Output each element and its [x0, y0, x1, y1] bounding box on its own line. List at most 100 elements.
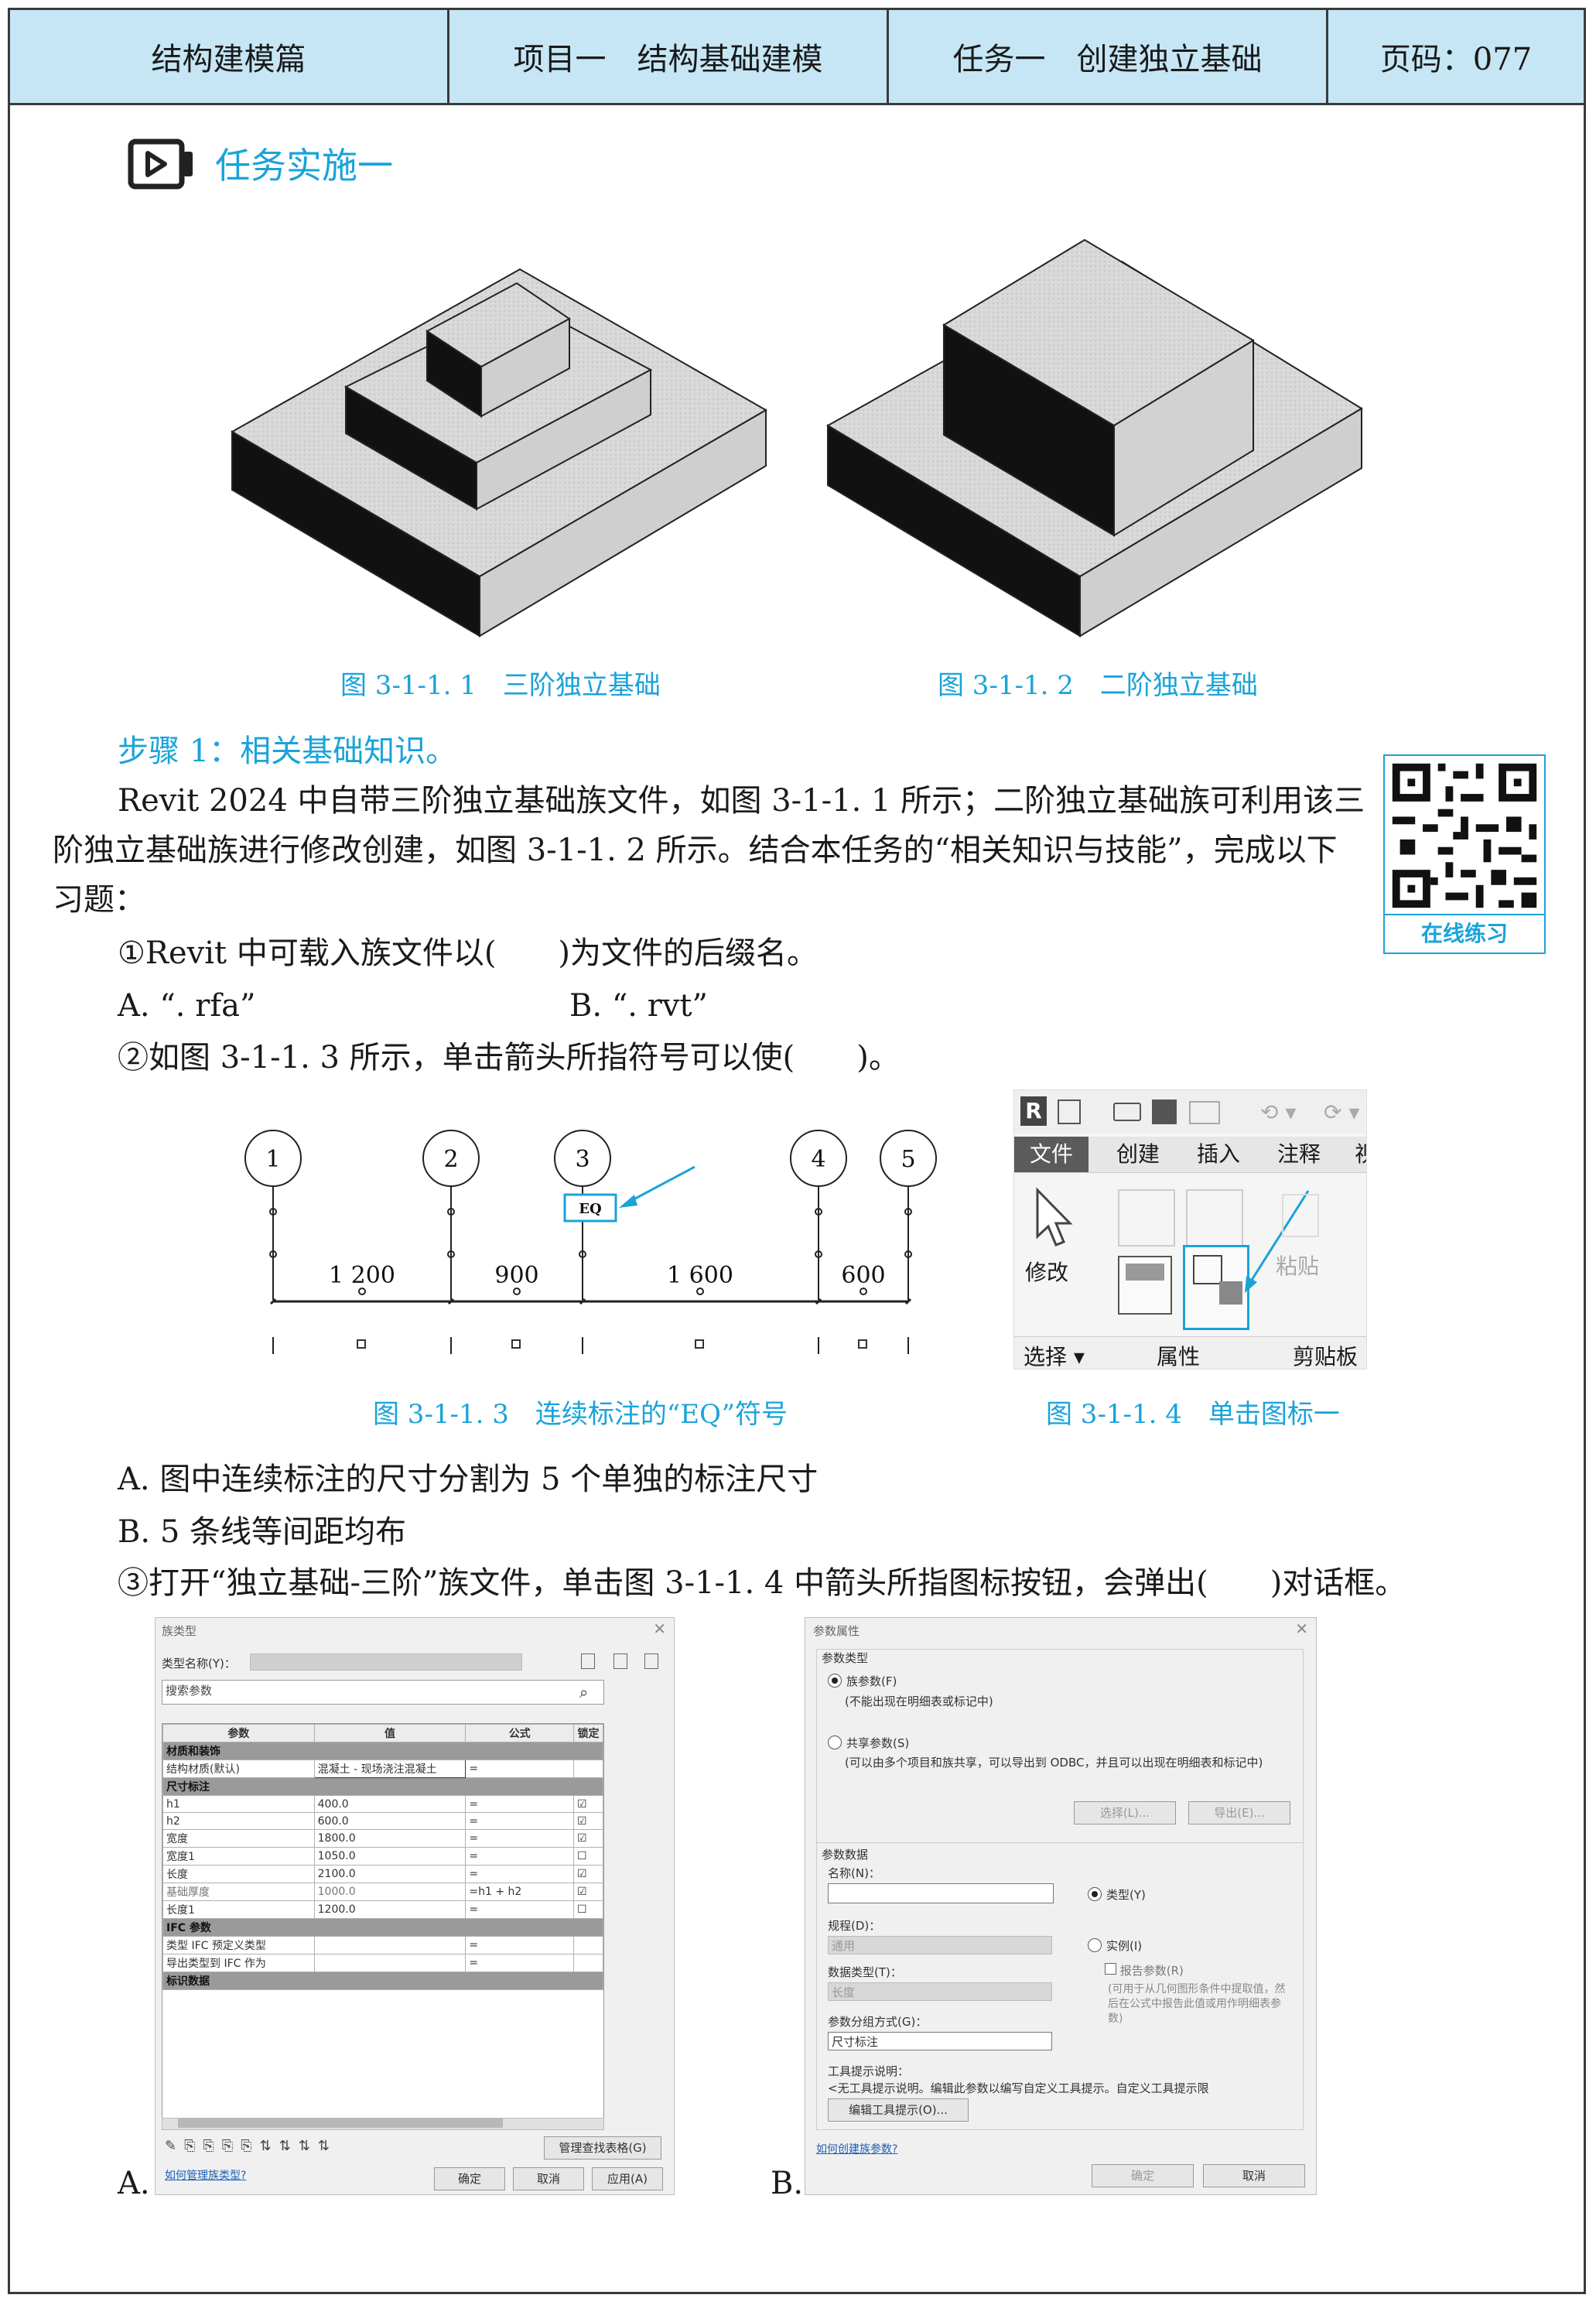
cursor-arrow-icon: [1036, 1187, 1073, 1247]
discipline-dropdown[interactable]: 通用: [828, 1936, 1052, 1954]
export-button[interactable]: 导出(E)...: [1188, 1801, 1290, 1825]
type-radio[interactable]: 类型(Y): [1088, 1886, 1146, 1903]
ok-button[interactable]: 确定: [434, 2167, 505, 2190]
search-input[interactable]: 搜索参数: [162, 1680, 604, 1705]
close-icon[interactable]: ✕: [1295, 1619, 1308, 1638]
save-icon[interactable]: [1152, 1099, 1177, 1124]
group-identity[interactable]: 标识数据: [162, 1972, 603, 1990]
grid-label-1: 1: [265, 1146, 280, 1173]
report-parameter-checkbox[interactable]: 报告参数(R): [1105, 1962, 1184, 1978]
figure-caption-4: 图 3-1-1. 4 单击图标一: [1046, 1399, 1340, 1430]
tooltip-label: 工具提示说明：: [828, 2064, 910, 2078]
delete-type-icon[interactable]: [644, 1654, 658, 1669]
parameter-data-group: 参数数据 名称(N)： 类型(Y) 规程(D)： 通用 实例(I) 数据类型(T…: [816, 1842, 1304, 2130]
body-paragraph: Revit 2024 中自带三阶独立基础族文件，如图 3-1-1. 1 所示；二…: [53, 783, 1365, 918]
group-materials[interactable]: 材质和装饰: [162, 1742, 603, 1760]
header-volume: 结构建模篇: [10, 10, 449, 103]
open-icon[interactable]: [1113, 1103, 1141, 1121]
datatype-dropdown[interactable]: 长度: [828, 1982, 1052, 2001]
group-by-dropdown[interactable]: 尺寸标注: [828, 2032, 1052, 2050]
page-header: 结构建模篇 项目一 结构基础建模 任务一 创建独立基础 页码：077: [8, 8, 1586, 105]
question-3: ③打开“独立基础-三阶”族文件，单击图 3-1-1. 4 中箭头所指图标按钮，会…: [118, 1565, 1406, 1601]
revit-ribbon-figure: R ⟲ ▾ ⟳ ▾ 文件 创建 插入 注释 视 修改 粘贴 选择 ▾ 属性 剪贴…: [1013, 1089, 1367, 1370]
question-1-option-b: B. “. rvt”: [569, 988, 708, 1024]
type-name-label: 类型名称(Y)：: [162, 1657, 236, 1671]
eq-symbol[interactable]: EQ: [579, 1201, 601, 1217]
new-type-icon[interactable]: [581, 1654, 595, 1669]
horizontal-scrollbar[interactable]: [162, 2118, 604, 2130]
lock-checkbox[interactable]: ☑: [572, 1795, 603, 1813]
family-types-button[interactable]: [1183, 1245, 1249, 1330]
family-types-icon: [1193, 1255, 1222, 1284]
dim-label-4: 600: [841, 1262, 885, 1289]
lock-checkbox[interactable]: ☑: [572, 1883, 603, 1901]
cancel-button[interactable]: 取消: [1203, 2164, 1305, 2187]
tab-file[interactable]: 文件: [1014, 1137, 1088, 1172]
rename-type-icon[interactable]: [613, 1654, 627, 1669]
question-2: ②如图 3-1-1. 3 所示，单击箭头所指符号可以使( )。: [118, 1040, 900, 1076]
apply-button[interactable]: 应用(A): [592, 2167, 663, 2190]
edit-tooltip-button[interactable]: 编辑工具提示(O)...: [828, 2098, 969, 2122]
type-name-dropdown[interactable]: [250, 1654, 522, 1671]
eq-symbol-highlight[interactable]: [563, 1193, 617, 1223]
clipboard-icon[interactable]: [1282, 1194, 1319, 1237]
dialog-title: 族类型: [162, 1624, 197, 1638]
lock-checkbox[interactable]: ☑: [572, 1812, 603, 1830]
tab-view[interactable]: 视: [1355, 1137, 1366, 1172]
col-lock[interactable]: 锁定: [572, 1724, 603, 1742]
group-dimensions[interactable]: 尺寸标注: [162, 1777, 603, 1796]
figure-caption-1: 图 3-1-1. 1 三阶独立基础: [340, 670, 661, 701]
qr-code-box[interactable]: 在线练习: [1383, 754, 1546, 954]
qr-label[interactable]: 在线练习: [1385, 914, 1544, 952]
lock-checkbox[interactable]: ☐: [572, 1847, 603, 1866]
col-value[interactable]: 值: [313, 1724, 466, 1742]
modify-label: 修改: [1025, 1260, 1069, 1285]
instance-radio[interactable]: 实例(I): [1088, 1937, 1142, 1954]
select-button[interactable]: 选择(L)...: [1074, 1801, 1176, 1825]
grid-label-5: 5: [901, 1146, 915, 1173]
lock-checkbox[interactable]: ☑: [572, 1865, 603, 1883]
figure-caption-2: 图 3-1-1. 2 二阶独立基础: [938, 670, 1258, 701]
shared-parameter-note: (可以由多个项目和族共享，可以导出到 ODBC，并且可以出现在明细表和标记中): [845, 1756, 1263, 1770]
help-link[interactable]: 如何创建族参数?: [816, 2143, 898, 2156]
close-icon[interactable]: ✕: [653, 1619, 666, 1638]
help-link[interactable]: 如何管理族类型?: [165, 2170, 247, 2182]
question-1-option-a: A. “. rfa”: [118, 988, 256, 1024]
tab-annotate[interactable]: 注释: [1277, 1141, 1321, 1167]
shared-parameter-radio[interactable]: 共享参数(S): [828, 1735, 909, 1751]
family-category-parameters-icon[interactable]: [1118, 1256, 1172, 1315]
parameter-type-label: 参数类型: [822, 1651, 869, 1665]
ok-button[interactable]: 确定: [1092, 2164, 1194, 2187]
step-1-heading: 步骤 1：相关基础知识。: [118, 734, 457, 769]
family-parameter-radio[interactable]: 族参数(F): [828, 1673, 897, 1689]
modify-button[interactable]: 修改: [1022, 1186, 1081, 1318]
lock-checkbox[interactable]: ☐: [572, 1900, 603, 1919]
tab-create[interactable]: 创建: [1116, 1141, 1160, 1167]
group-ifc[interactable]: IFC 参数: [162, 1918, 603, 1937]
paste-label[interactable]: 粘贴: [1276, 1253, 1320, 1279]
name-input[interactable]: [828, 1883, 1054, 1903]
col-formula[interactable]: 公式: [465, 1724, 574, 1742]
cancel-button[interactable]: 取消: [513, 2167, 584, 2190]
undo-icon[interactable]: ⟲ ▾: [1260, 1099, 1297, 1125]
manage-lookup-button[interactable]: 管理查找表格(G): [544, 2136, 661, 2160]
tab-insert[interactable]: 插入: [1197, 1141, 1241, 1167]
col-param[interactable]: 参数: [162, 1724, 315, 1742]
two-step-foundation-figure: [826, 238, 1363, 638]
lock-checkbox[interactable]: ☑: [572, 1829, 603, 1848]
search-icon[interactable]: ⌕: [579, 1683, 589, 1701]
sync-icon[interactable]: [1189, 1101, 1220, 1124]
redo-icon[interactable]: ⟳ ▾: [1324, 1099, 1360, 1125]
quick-access-toolbar: R ⟲ ▾ ⟳ ▾: [1014, 1090, 1366, 1134]
family-category-icon[interactable]: [1118, 1189, 1175, 1247]
home-icon[interactable]: [1058, 1099, 1081, 1124]
panel-select[interactable]: 选择 ▾: [1024, 1344, 1085, 1370]
discipline-label: 规程(D)：: [828, 1919, 881, 1933]
revit-logo[interactable]: R: [1020, 1096, 1047, 1126]
toolbar-icons[interactable]: ✎⎘⎘⎘⎘⇅⇅⇅⇅: [165, 2138, 338, 2154]
grid-label-4: 4: [811, 1146, 825, 1173]
